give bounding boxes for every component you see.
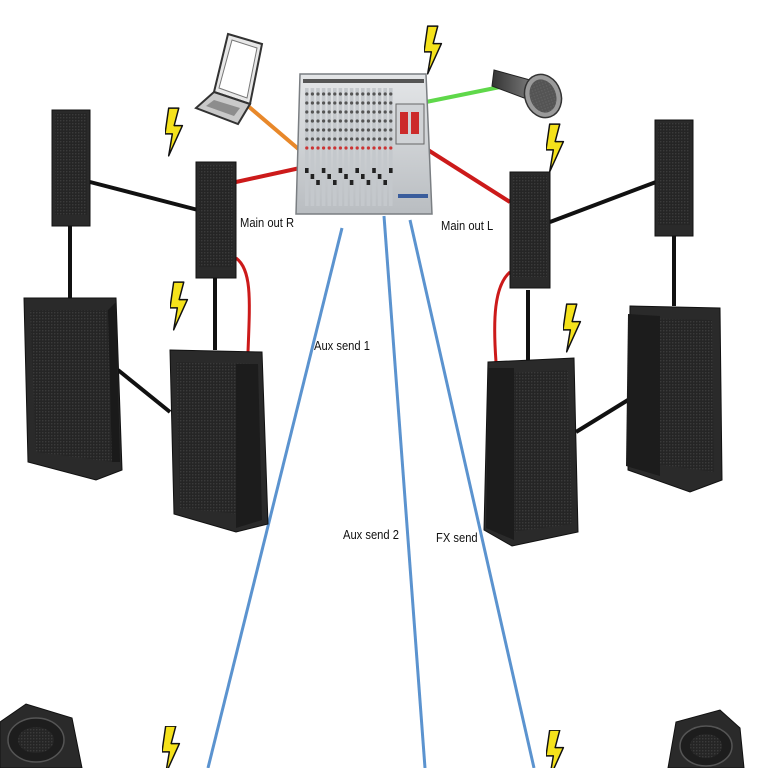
cable-red-right-speaker xyxy=(493,270,512,363)
subwoofer-icon xyxy=(483,357,579,547)
subwoofer-icon xyxy=(626,305,723,493)
stage-monitor-icon xyxy=(667,709,745,768)
label-main-out-r: Main out R xyxy=(240,215,295,230)
cable-blue-fx-send xyxy=(408,219,536,768)
column-speaker-icon xyxy=(195,161,237,279)
power-bolt-icon xyxy=(546,730,565,768)
left-speaker-system xyxy=(23,109,269,533)
power-bolt-icon xyxy=(563,303,582,353)
cable-black-left-subs xyxy=(116,368,172,414)
column-speaker-icon xyxy=(51,109,91,227)
label-fx-send: FX send xyxy=(436,530,478,545)
cable-blue-aux-send-2 xyxy=(382,215,427,768)
cable-black-right-tops xyxy=(549,180,657,224)
cable-black-left-tops xyxy=(89,180,199,212)
column-speaker-icon xyxy=(654,119,694,237)
laptop-icon xyxy=(194,32,264,126)
label-main-out-l: Main out L xyxy=(441,218,494,233)
label-aux-send-2: Aux send 2 xyxy=(343,527,399,542)
stage-monitor-icon xyxy=(0,703,83,768)
cable-green-mic xyxy=(425,84,506,104)
power-bolt-icon xyxy=(162,726,181,768)
cable-black-right-subs xyxy=(574,398,630,434)
power-bolt-icon xyxy=(546,123,565,173)
power-bolt-icon xyxy=(424,25,443,75)
subwoofer-icon xyxy=(23,297,123,481)
label-aux-send-1: Aux send 1 xyxy=(314,338,370,353)
cable-blue-aux-send-1 xyxy=(206,227,344,768)
cable-orange-laptop xyxy=(246,104,304,154)
stage-monitor-left xyxy=(0,703,83,768)
stage-monitor-right xyxy=(667,709,745,768)
mixer-console-icon xyxy=(295,73,433,215)
right-speaker-system xyxy=(483,119,723,547)
power-bolt-icon xyxy=(165,107,184,157)
cable-red-main-out-l xyxy=(426,148,512,204)
cable-red-main-out-r xyxy=(235,166,301,184)
microphone-icon xyxy=(491,69,563,119)
subwoofer-icon xyxy=(169,349,269,533)
cables xyxy=(68,84,676,768)
power-bolt-icon xyxy=(170,281,189,331)
cable-red-left-speaker xyxy=(235,256,251,353)
column-speaker-icon xyxy=(509,171,551,289)
